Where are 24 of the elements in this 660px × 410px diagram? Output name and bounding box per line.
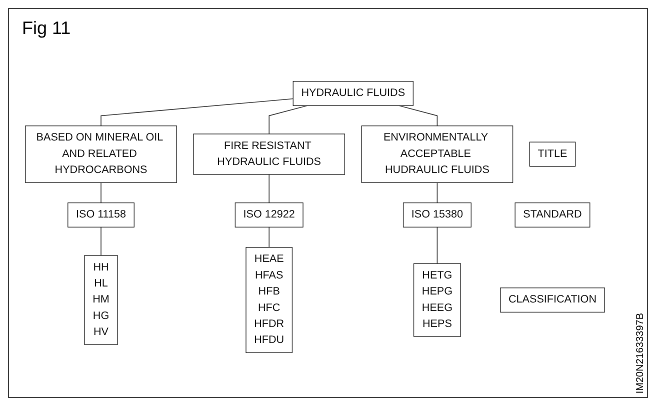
node-box: HETG HEPG HEEG HEPS [413,263,461,337]
connector [100,182,102,204]
node-box: ISO 15380 [402,202,472,228]
node-box: ISO 12922 [234,202,304,228]
connector [100,226,102,256]
figure-title: Fig 11 [22,18,71,39]
connector [268,226,270,248]
node-box: ENVIRONMENTALLY ACCEPTABLE HUDRAULIC FLUIDS [361,126,514,183]
node-box: HYDRAULIC FLUIDS [292,80,414,106]
connector [268,105,308,134]
node-box: ISO 11158 [68,202,134,228]
node-box: CLASSIFICATION [500,288,605,313]
connector [436,226,438,264]
connector [100,98,294,126]
node-box: HH HL HM HG HV [84,255,118,345]
connector [436,182,438,204]
figure-code: IM20N21633397B [635,313,646,394]
connector [398,105,438,126]
node-box: BASED ON MINERAL OIL AND RELATED HYDROCARBONS [25,126,177,183]
node-box: TITLE [529,142,576,167]
node-box: FIRE RESISTANT HYDRAULIC FLUIDS [193,134,346,175]
node-box: HEAE HFAS HFB HFC HFDR HFDU [246,247,293,354]
node-box: STANDARD [514,202,590,228]
connector [268,174,270,204]
